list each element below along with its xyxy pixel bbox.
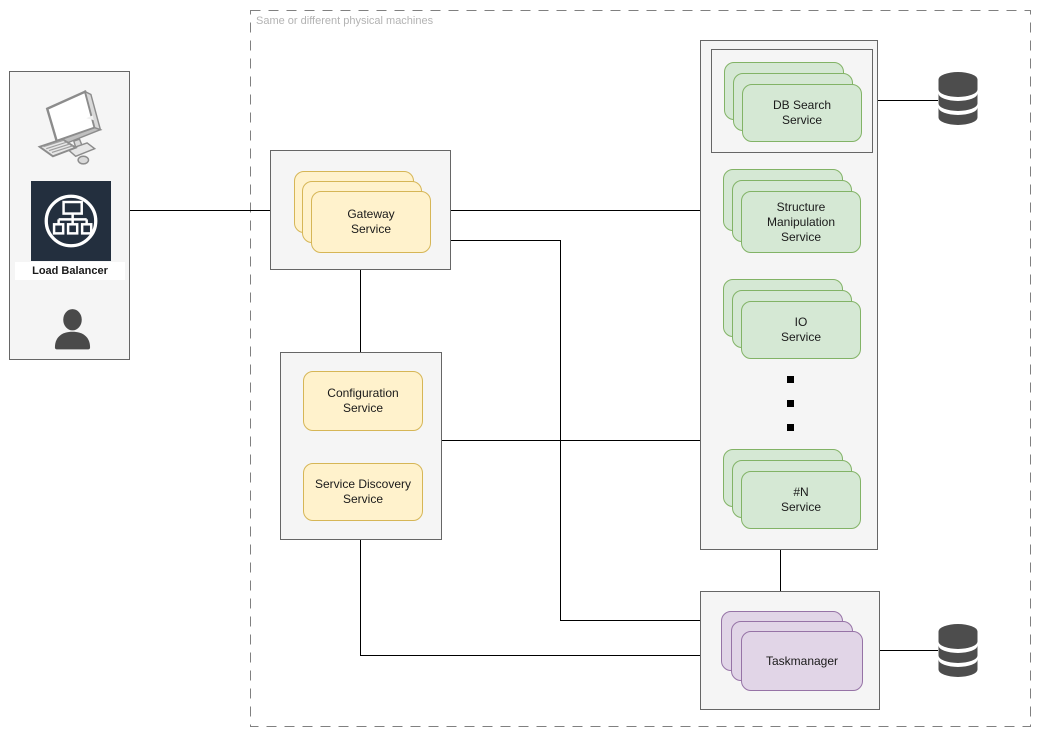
gateway-service-card[interactable]: Gateway Service — [311, 191, 431, 253]
ellipsis-dot-3 — [787, 424, 794, 431]
wire-dbsearch-database — [878, 100, 938, 101]
n-service-card[interactable]: #N Service — [741, 471, 861, 529]
user-icon — [54, 309, 91, 350]
wire-services-taskmanager — [780, 550, 781, 591]
database-icon — [938, 72, 978, 125]
wire-taskmanager-database — [880, 650, 938, 651]
ellipsis-dot-2 — [787, 400, 794, 407]
computer-icon — [37, 89, 103, 165]
configuration-group[interactable]: Configuration Service Service Discovery … — [280, 352, 442, 540]
user-node[interactable] — [54, 308, 91, 350]
service-discovery-service-card[interactable]: Service Discovery Service — [303, 463, 423, 521]
wire-gateway-taskmanager-seg1 — [451, 240, 561, 241]
database-icon — [938, 624, 978, 677]
machines-boundary — [250, 10, 1031, 727]
ellipsis-dot-1 — [787, 376, 794, 383]
db-search-service-card[interactable]: DB Search Service — [742, 84, 862, 142]
taskmanager-group[interactable]: Taskmanager — [700, 591, 880, 710]
machines-boundary-label: Same or different physical machines — [256, 15, 434, 27]
wire-gateway-taskmanager-seg3 — [560, 620, 700, 621]
search-database-node[interactable] — [938, 70, 978, 128]
io-service-card[interactable]: IO Service — [741, 301, 861, 359]
structure-manipulation-service-card[interactable]: Structure Manipulation Service — [741, 191, 861, 253]
wire-configuration-services — [442, 440, 700, 441]
taskmanager-card[interactable]: Taskmanager — [741, 631, 863, 691]
wire-configuration-taskmanager-seg2 — [360, 655, 700, 656]
client-computer-node[interactable] — [32, 80, 108, 166]
load-balancer-node[interactable] — [31, 181, 111, 261]
db-search-subgroup[interactable]: DB Search Service — [711, 49, 873, 153]
task-database-node[interactable] — [938, 622, 978, 680]
wire-gateway-services — [451, 210, 700, 211]
wire-gateway-taskmanager-seg2 — [560, 240, 561, 621]
gateway-service-group[interactable]: Gateway Service — [270, 150, 451, 270]
wire-gateway-configuration — [360, 270, 361, 352]
load-balancer-label: Load Balancer — [15, 262, 125, 280]
wire-configuration-taskmanager-seg1 — [360, 540, 361, 656]
worker-services-group[interactable]: DB Search Service Structure Manipulation… — [700, 40, 878, 550]
load-balancer-icon — [44, 194, 98, 248]
configuration-service-card[interactable]: Configuration Service — [303, 371, 423, 431]
wire-loadbalancer-gateway — [130, 210, 270, 211]
client-group[interactable]: Load Balancer — [9, 71, 130, 360]
